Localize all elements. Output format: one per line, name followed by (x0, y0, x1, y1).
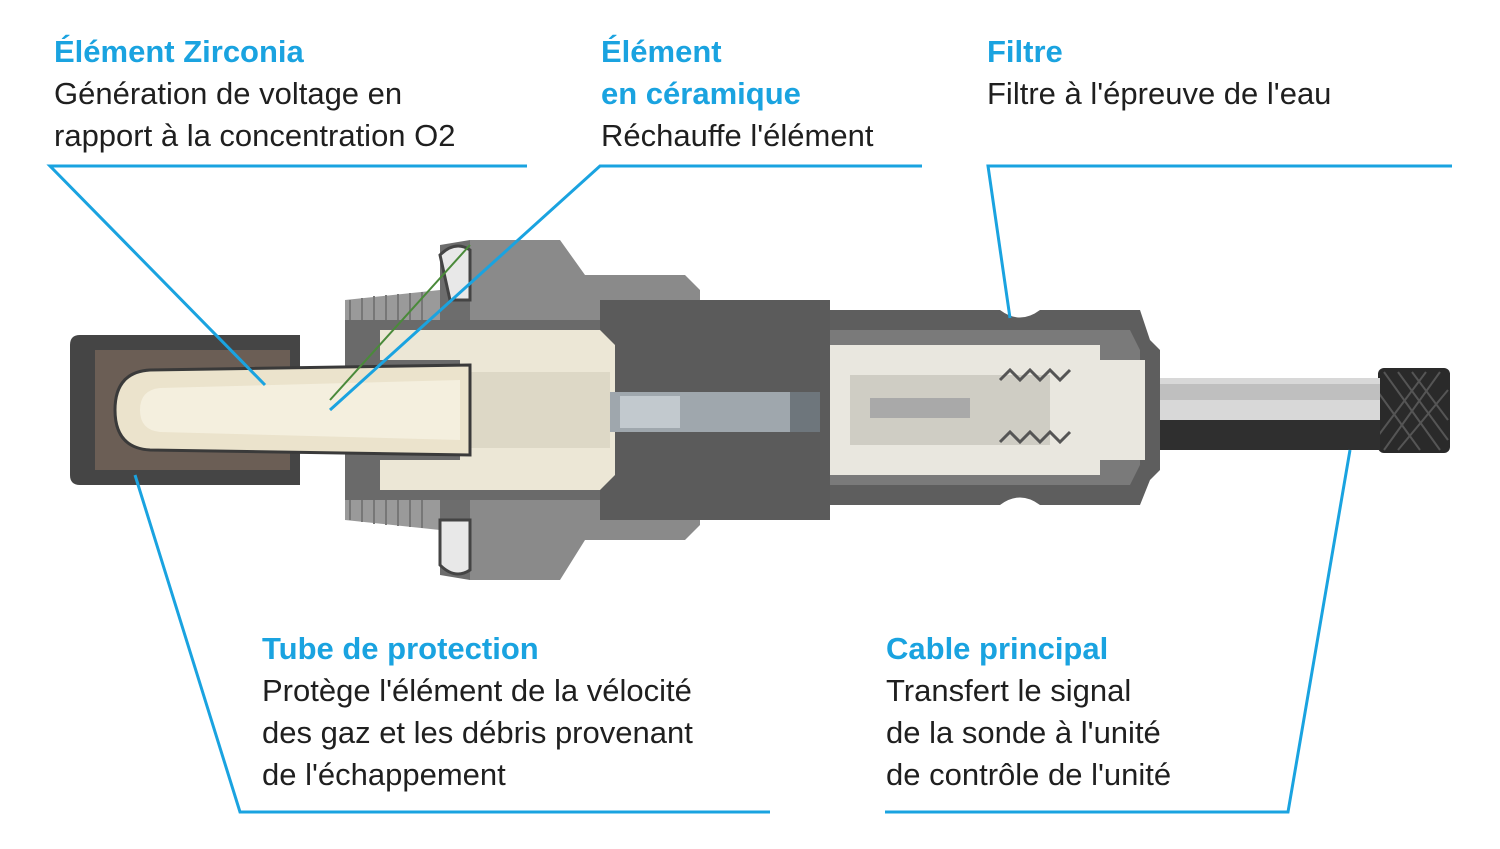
label-ceramic-title-1: Élément (601, 34, 722, 69)
label-zirconia-line-1: Génération de voltage en (54, 76, 403, 111)
label-protection-line-2: des gaz et les débris provenant (262, 715, 693, 750)
label-protection-line-1: Protège l'élément de la vélocité (262, 673, 692, 708)
label-cable-line-3: de contrôle de l'unité (886, 757, 1172, 792)
callout-line-ceramic (328, 164, 922, 412)
label-cable-line-1: Transfert le signal (886, 673, 1132, 708)
callout-lines (46, 164, 1452, 814)
callout-line-filter (986, 164, 1452, 319)
label-zirconia-title: Élément Zirconia (54, 34, 304, 69)
sensor-illustration (70, 240, 1450, 580)
label-ceramic-title-2: en céramique (601, 76, 801, 111)
label-cable: Cable principal Transfert le signal de l… (886, 628, 1171, 796)
label-cable-line-2: de la sonde à l'unité (886, 715, 1161, 750)
label-ceramic-line-1: Réchauffe l'élément (601, 118, 874, 153)
label-filter-title: Filtre (987, 34, 1063, 69)
label-cable-title: Cable principal (886, 631, 1109, 666)
callout-line-protection (133, 474, 770, 814)
label-ceramic: Élément en céramique Réchauffe l'élément (601, 31, 873, 157)
label-protection-line-3: de l'échappement (262, 757, 506, 792)
callout-line-zirconia (46, 164, 527, 387)
label-protection: Tube de protection Protège l'élément de … (262, 628, 693, 796)
label-filter-line-1: Filtre à l'épreuve de l'eau (987, 76, 1332, 111)
label-filter: Filtre Filtre à l'épreuve de l'eau (987, 31, 1331, 115)
label-zirconia: Élément Zirconia Génération de voltage e… (54, 31, 456, 157)
label-zirconia-line-2: rapport à la concentration O2 (54, 118, 456, 153)
label-protection-title: Tube de protection (262, 631, 539, 666)
callout-line-cable (885, 449, 1352, 814)
